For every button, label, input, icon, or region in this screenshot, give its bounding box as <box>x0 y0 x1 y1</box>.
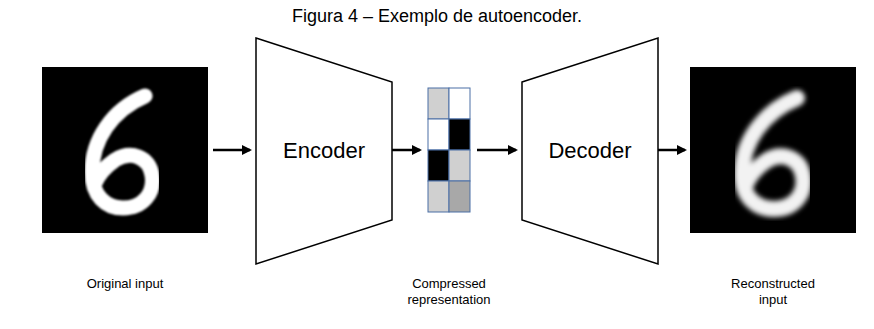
input-image <box>42 67 208 233</box>
block-label: Encoder <box>255 138 393 164</box>
caption-label: Reconstructed input <box>718 276 828 309</box>
trapezoid-block: Encoder <box>255 37 393 265</box>
caption-label: Compressed representation <box>384 276 514 309</box>
trapezoid-block: Decoder <box>521 37 659 265</box>
trapezoid-shape <box>522 38 658 264</box>
trapezoid-shape <box>256 38 392 264</box>
figure-title: Figura 4 – Exemplo de autoencoder. <box>0 5 874 28</box>
caption-label: Original input <box>80 276 170 292</box>
latent-grid <box>428 88 470 212</box>
block-label: Decoder <box>521 138 659 164</box>
reconstructed-image <box>690 67 856 233</box>
